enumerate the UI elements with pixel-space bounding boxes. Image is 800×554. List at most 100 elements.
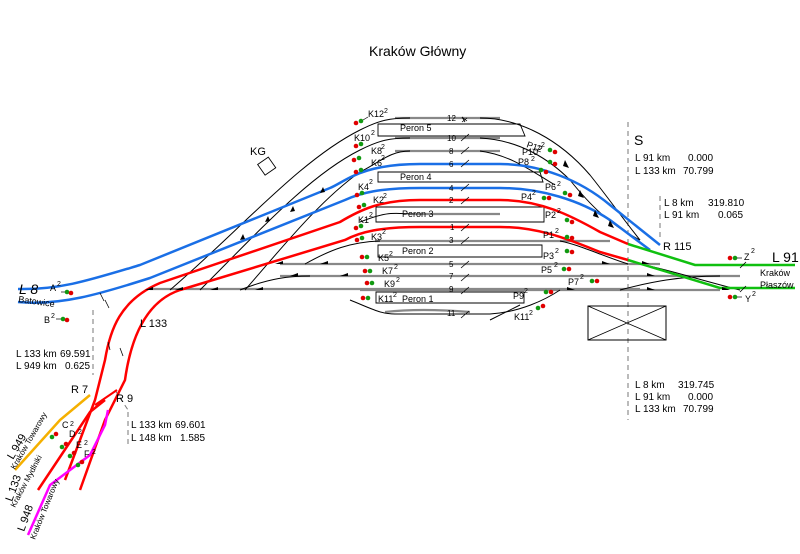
kg-label: KG	[250, 146, 266, 158]
kg-building: KG	[250, 146, 277, 176]
platform-3-label: Peron 3	[402, 209, 434, 219]
svg-text:K8: K8	[371, 146, 382, 156]
svg-text:0.000: 0.000	[688, 392, 713, 403]
svg-text:2: 2	[369, 179, 373, 186]
svg-text:2: 2	[393, 292, 397, 299]
svg-text:2: 2	[394, 264, 398, 271]
line-91-destination-1: Kraków	[760, 268, 791, 278]
track-number: 8	[449, 147, 454, 156]
svg-text:K12: K12	[368, 109, 384, 119]
svg-text:L 8 km: L 8 km	[635, 380, 665, 391]
diagram-title: Kraków Główny	[369, 43, 466, 59]
track-number: 2	[449, 196, 454, 205]
track-number: 5	[449, 260, 454, 269]
svg-text:D: D	[69, 429, 76, 439]
svg-text:2: 2	[92, 449, 96, 456]
svg-text:P10: P10	[522, 147, 538, 157]
station-s: S	[634, 132, 643, 148]
junction-r7: R 7	[71, 384, 88, 396]
line-949-track	[14, 394, 91, 471]
svg-text:L 148 km: L 148 km	[131, 433, 172, 444]
svg-text:P8: P8	[518, 157, 529, 167]
svg-text:K2: K2	[373, 195, 384, 205]
svg-text:K11: K11	[514, 312, 529, 322]
platform-4-label: Peron 4	[400, 172, 432, 182]
signal-k6[interactable]: K62	[353, 155, 385, 175]
svg-text:2: 2	[557, 208, 561, 215]
svg-text:L 133 km: L 133 km	[635, 166, 676, 177]
svg-text:K1: K1	[358, 215, 369, 225]
svg-text:2: 2	[389, 251, 393, 258]
svg-text:A: A	[50, 283, 56, 293]
svg-text:2: 2	[529, 310, 533, 317]
svg-text:2: 2	[70, 421, 74, 428]
track-number: 3	[449, 236, 454, 245]
line-8-label: L 8	[19, 281, 38, 297]
svg-text:70.799: 70.799	[683, 404, 714, 415]
line-8-destination: Batowice	[18, 294, 56, 309]
svg-text:P1: P1	[543, 230, 554, 240]
line-948-track	[26, 409, 110, 536]
signal-z[interactable]: Z2	[727, 248, 755, 262]
track-number: 12	[447, 114, 456, 123]
svg-text:P9: P9	[513, 291, 524, 301]
svg-text:2: 2	[51, 313, 55, 320]
svg-text:P5: P5	[541, 265, 552, 275]
svg-text:2: 2	[532, 190, 536, 197]
svg-text:K6: K6	[371, 158, 382, 168]
junction-r9: R 9	[116, 393, 133, 405]
svg-text:K9: K9	[384, 279, 395, 289]
svg-text:K3: K3	[371, 232, 382, 242]
track-number-labels: 12 10 8 6 4 2 1 3 5 7 9 11	[447, 114, 456, 318]
kg-building-shape	[257, 156, 277, 176]
svg-text:2: 2	[541, 142, 545, 149]
svg-text:K7: K7	[382, 266, 393, 276]
svg-text:0.625: 0.625	[65, 361, 90, 372]
signal-k8[interactable]: K82	[351, 144, 385, 163]
svg-text:K4: K4	[358, 182, 369, 192]
svg-text:0.065: 0.065	[718, 210, 743, 221]
svg-text:70.799: 70.799	[683, 166, 714, 177]
svg-text:Z: Z	[744, 252, 750, 262]
platforms: Peron 5 Peron 4 Peron 3 Peron 2 Peron 1	[375, 123, 545, 304]
signal-k2[interactable]: K22	[356, 193, 387, 210]
track-number: 7	[449, 272, 454, 281]
station-tracks	[150, 116, 740, 314]
junction-r115: R 115	[663, 241, 692, 253]
svg-text:2: 2	[531, 156, 535, 163]
svg-text:2: 2	[752, 291, 756, 298]
